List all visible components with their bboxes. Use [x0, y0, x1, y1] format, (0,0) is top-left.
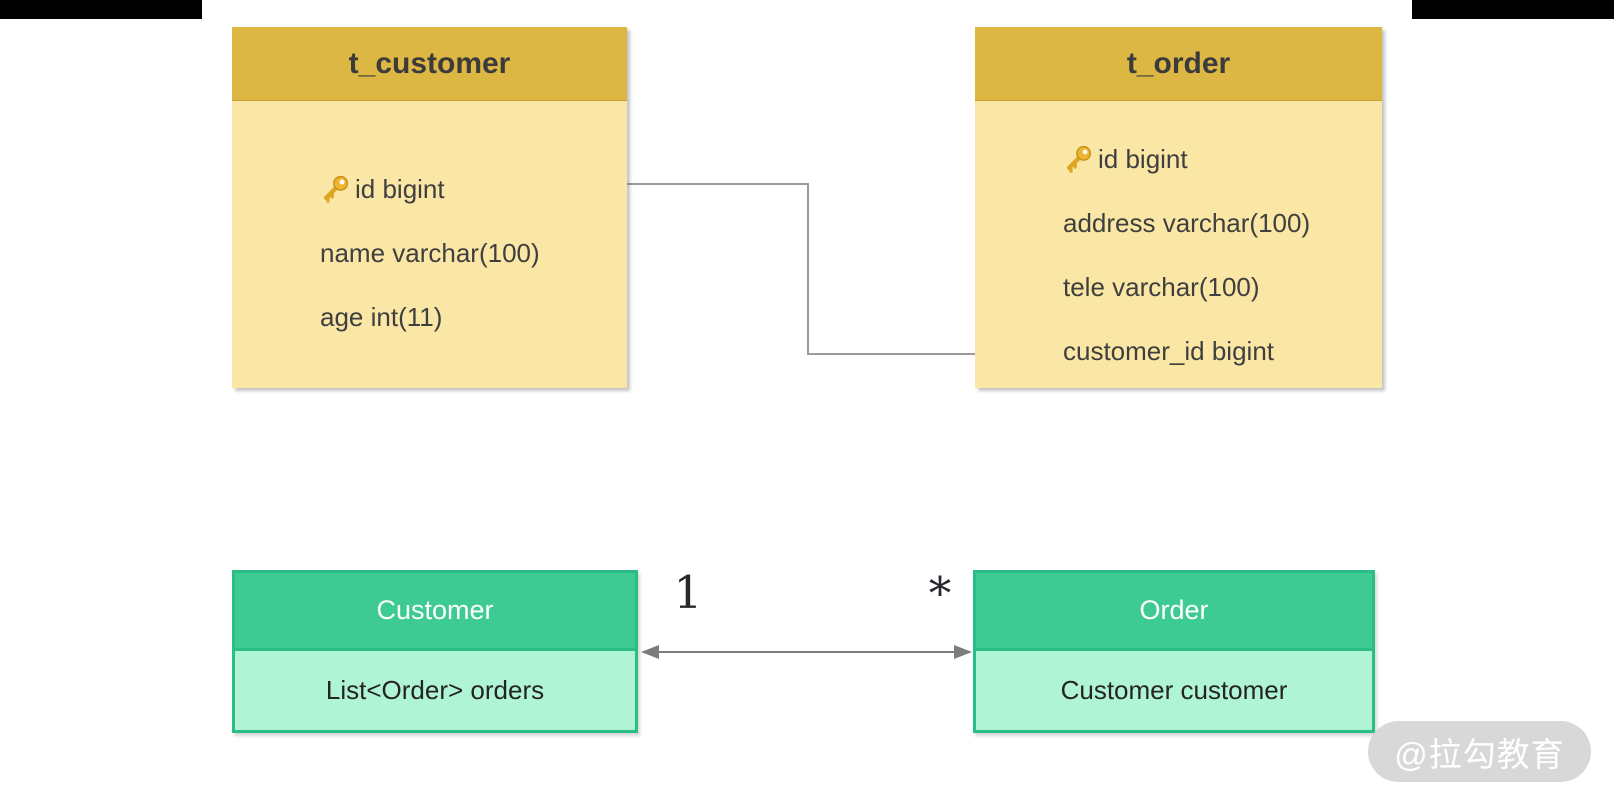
- field-label: id bigint: [355, 173, 445, 204]
- field-label: id bigint: [1098, 143, 1188, 174]
- uml-class-attribute: List<Order> orders: [235, 648, 635, 730]
- association-arrowhead-right-icon: [954, 645, 972, 659]
- er-field-row: name varchar(100): [232, 221, 627, 285]
- top-left-black-bar: [0, 0, 202, 19]
- field-label: address varchar(100): [1063, 207, 1311, 238]
- er-table-body: id bigint name varchar(100) age int(11): [232, 101, 627, 388]
- watermark-badge: @拉勾教育: [1368, 721, 1591, 782]
- er-table-t-customer: t_customer id bigint name varchar(100): [232, 27, 627, 388]
- top-right-black-bar: [1412, 0, 1614, 19]
- field-label: name varchar(100): [320, 237, 540, 268]
- field-label: customer_id bigint: [1063, 335, 1274, 366]
- er-field-row: id bigint: [232, 157, 627, 221]
- field-label: age int(11): [320, 301, 443, 332]
- er-table-body: id bigint address varchar(100) tele varc…: [975, 101, 1382, 388]
- uml-class-title: Order: [976, 573, 1372, 648]
- multiplicity-label-one: 1: [673, 566, 703, 619]
- field-label: tele varchar(100): [1063, 271, 1260, 302]
- uml-class-attribute: Customer customer: [976, 648, 1372, 730]
- er-field-row: age int(11): [232, 285, 627, 349]
- er-field-row: tele varchar(100): [975, 255, 1382, 319]
- multiplicity-label-many: *: [928, 567, 952, 620]
- uml-class-title: Customer: [235, 573, 635, 648]
- er-field-row: customer_id bigint: [975, 319, 1382, 383]
- er-table-t-order: t_order id bigint address varchar(100): [975, 27, 1382, 388]
- uml-class-order: Order Customer customer: [973, 570, 1375, 733]
- primary-key-icon: [1063, 144, 1095, 174]
- er-table-title: t_order: [975, 27, 1382, 101]
- er-field-row: address varchar(100): [975, 191, 1382, 255]
- primary-key-icon: [320, 174, 352, 204]
- watermark-text: @拉勾教育: [1394, 735, 1565, 773]
- er-field-row: id bigint: [975, 127, 1382, 191]
- er-table-title: t_customer: [232, 27, 627, 101]
- er-connector-line: [627, 183, 975, 355]
- uml-class-customer: Customer List<Order> orders: [232, 570, 638, 733]
- association-arrowhead-left-icon: [641, 645, 659, 659]
